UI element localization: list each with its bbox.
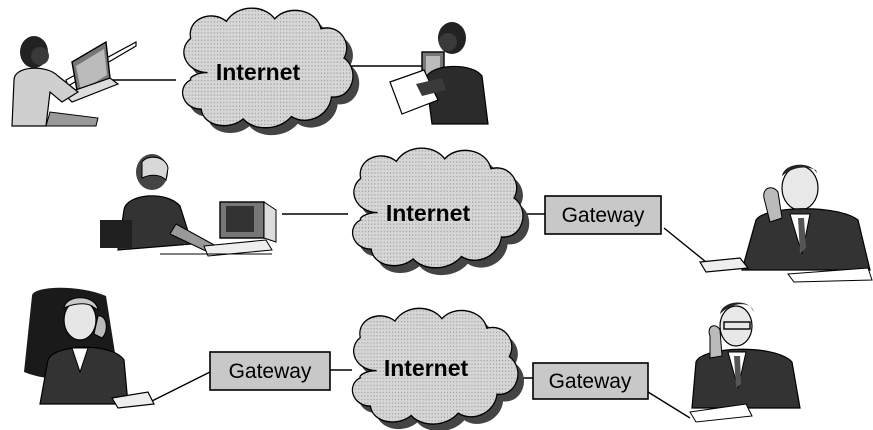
- internet-cloud-row1: Internet: [181, 7, 360, 136]
- link-row2-right: [663, 227, 707, 263]
- internet-cloud-row3: Internet: [351, 307, 525, 430]
- link-row3-right-user: [647, 391, 691, 419]
- cloud-label: Internet: [386, 200, 471, 226]
- person-with-desktop-pc-icon: [389, 22, 489, 125]
- businessman-with-telephone-icon: [698, 164, 873, 283]
- businessman-with-telephone-icon: [689, 302, 801, 423]
- woman-on-phone-in-chair-icon: [24, 287, 155, 409]
- gateway-label: Gateway: [549, 370, 632, 393]
- scenario-row-2: Internet Gateway: [100, 147, 873, 283]
- gateway-left-row3: Gateway: [209, 351, 331, 391]
- link-row3-left-user: [149, 371, 211, 403]
- scenario-row-3: Gateway Internet Gateway: [24, 287, 801, 430]
- gateway-label: Gateway: [229, 360, 312, 383]
- cloud-label: Internet: [216, 59, 301, 85]
- internet-cloud-row2: Internet: [351, 147, 530, 276]
- cloud-label: Internet: [384, 355, 469, 381]
- gateway-label: Gateway: [562, 204, 645, 227]
- person-with-laptop-icon: [11, 36, 137, 127]
- gateway-right-row3: Gateway: [532, 362, 649, 400]
- gateway-right-row2: Gateway: [544, 195, 662, 235]
- scenario-row-1: Internet: [11, 7, 489, 136]
- person-at-computer-on-phone-icon: [100, 154, 277, 257]
